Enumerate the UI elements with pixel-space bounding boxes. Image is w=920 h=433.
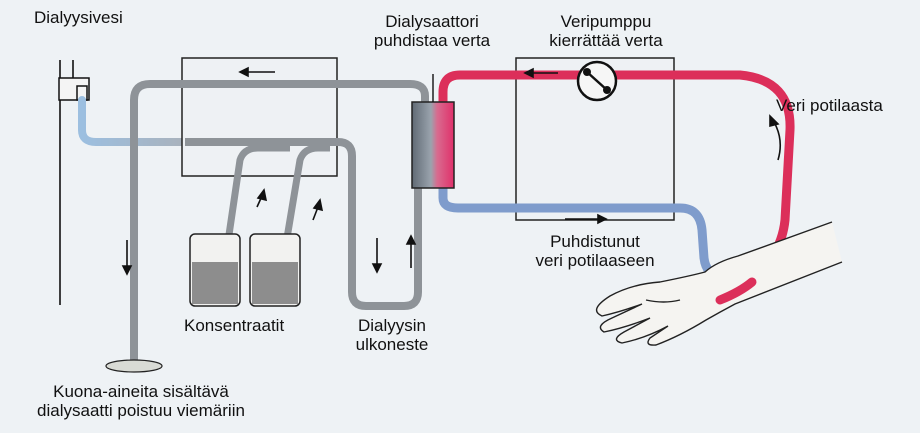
label-drain-line1: Kuona-aineita sisältävä	[53, 382, 229, 401]
label-dialyzer: Dialysaattori puhdistaa verta	[362, 12, 502, 50]
label-outer-fluid-line1: Dialyysin	[357, 316, 427, 335]
dialyzer	[411, 101, 455, 189]
label-clean-blood-line1: Puhdistunut	[550, 232, 640, 251]
fresh-dialysate-tube	[185, 138, 422, 310]
flow-arrows	[121, 66, 782, 276]
concentrate-tube-2	[279, 144, 330, 263]
label-outer-fluid-line2: ulkoneste	[355, 335, 429, 354]
pump-rotor-icon	[576, 60, 618, 102]
label-concentrates: Konsentraatit	[184, 316, 285, 335]
water-tube	[78, 96, 189, 146]
label-outer-fluid: Dialyysin ulkoneste	[342, 316, 442, 354]
label-blood-pump-line2: kierrättää verta	[549, 31, 663, 50]
blood-pump-box	[515, 57, 675, 221]
patient-arm	[595, 221, 843, 346]
used-dialysate-tube	[130, 80, 429, 360]
label-drain-line2: dialysaatti poistuu viemäriin	[37, 401, 245, 420]
concentrate-tube-1	[221, 144, 290, 263]
dialysate-machine-box	[181, 57, 338, 177]
label-blood-pump-line1: Veripumppu	[560, 12, 652, 31]
water-faucet	[58, 60, 90, 305]
concentrate-bottle-2	[249, 233, 301, 307]
label-dialyzer-line1: Dialysaattori	[385, 12, 479, 31]
drain-outlet	[105, 359, 163, 373]
label-clean-blood-line2: veri potilaaseen	[535, 251, 655, 270]
concentrate-bottle-1	[189, 233, 241, 307]
label-dialysate-water: Dialyysivesi	[34, 8, 123, 27]
label-dialyzer-line2: puhdistaa verta	[373, 31, 491, 50]
label-drain: Kuona-aineita sisältävä dialysaatti pois…	[6, 382, 276, 420]
label-blood-pump: Veripumppu kierrättää verta	[532, 12, 680, 50]
label-blood-from-patient: Veri potilaasta	[776, 96, 883, 115]
blood-to-dialyzer-line	[438, 70, 600, 102]
label-clean-blood: Puhdistunut veri potilaaseen	[520, 232, 670, 270]
